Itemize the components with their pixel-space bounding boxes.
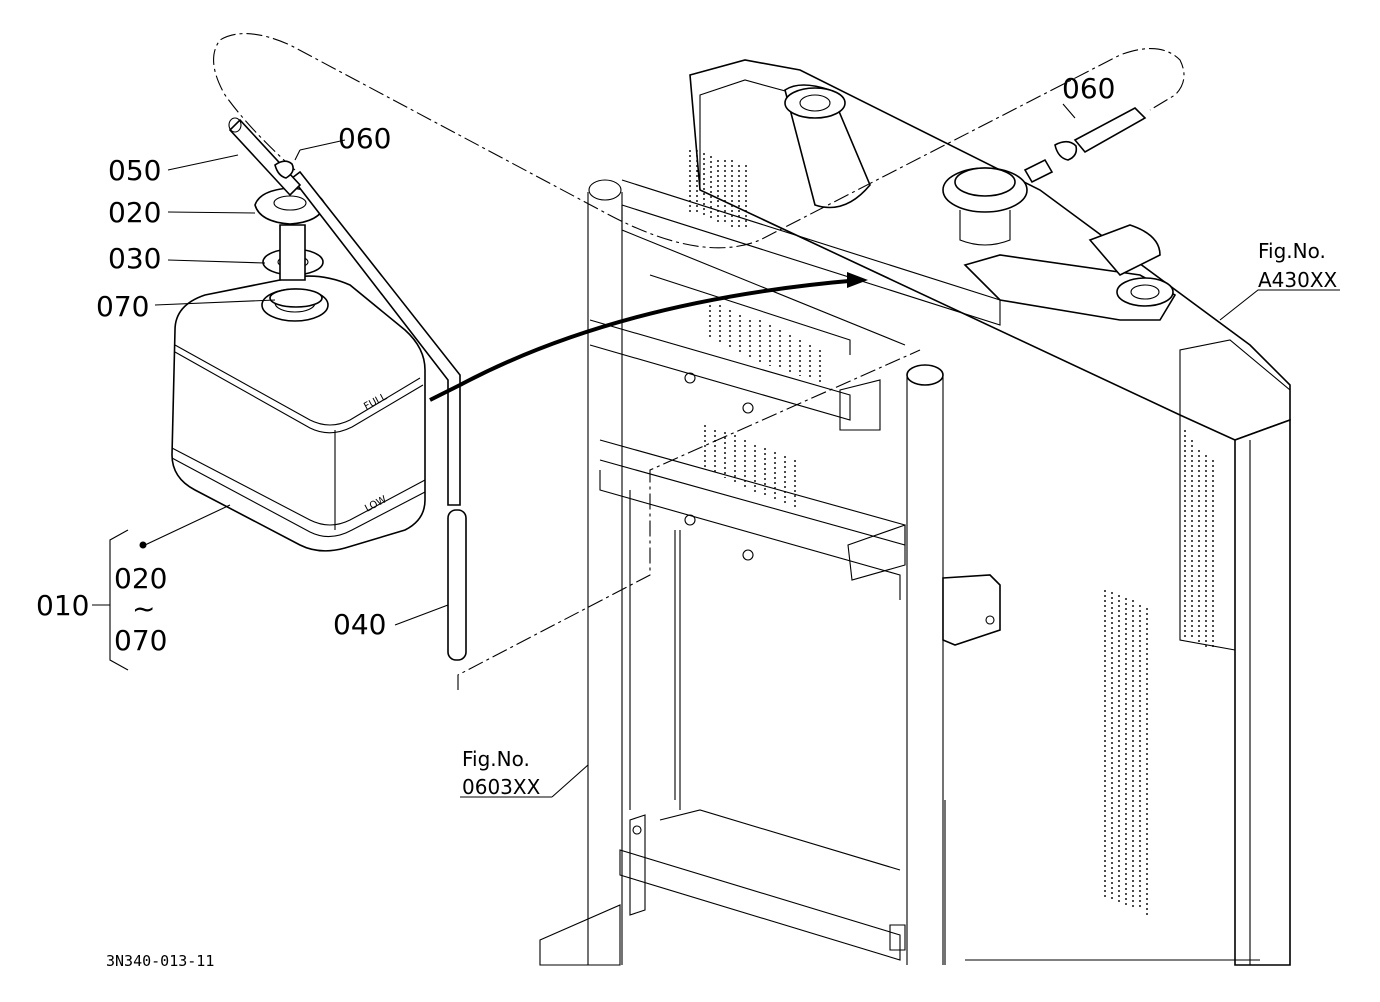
fig-ref-code-frame: 0603XX <box>462 775 541 799</box>
hose-clip-060-left <box>274 160 294 179</box>
callout-050: 050 <box>108 154 161 187</box>
callout-010: 010 <box>36 589 89 622</box>
radiator-assembly <box>689 59 1291 966</box>
callout-070: 070 <box>96 290 149 323</box>
callout-040: 040 <box>333 608 386 641</box>
overflow-pipe-040 <box>290 170 467 661</box>
frame-assembly <box>539 179 1260 966</box>
range-to-070: 070 <box>114 624 167 657</box>
callout-060-left: 060 <box>338 122 391 155</box>
figure-reference-radiator: Fig.No. A430XX <box>1258 239 1338 292</box>
callout-060-right: 060 <box>1062 72 1115 105</box>
gasket-070 <box>269 288 323 308</box>
hose-050 <box>228 117 302 197</box>
fig-ref-label-radiator: Fig.No. <box>1258 239 1326 263</box>
figure-reference-frame: Fig.No. 0603XX <box>462 747 541 799</box>
range-from-020: 020 <box>114 562 167 595</box>
fig-ref-label-frame: Fig.No. <box>462 747 530 771</box>
fig-ref-code-radiator: A430XX <box>1258 268 1338 292</box>
callout-030: 030 <box>108 242 161 275</box>
hose-routing-phantom <box>213 33 1185 690</box>
callout-labels: 050 060 020 030 070 060 040 010 020 ~ 07… <box>36 72 1115 657</box>
hose-clip-060-right <box>1054 107 1147 161</box>
callout-020: 020 <box>108 196 161 229</box>
connection-arrow <box>429 272 868 402</box>
reserve-tank <box>171 275 426 552</box>
leader-lines <box>92 103 1340 798</box>
drawing-code: 3N340-013-11 <box>106 952 214 970</box>
range-tilde: ~ <box>132 592 155 625</box>
